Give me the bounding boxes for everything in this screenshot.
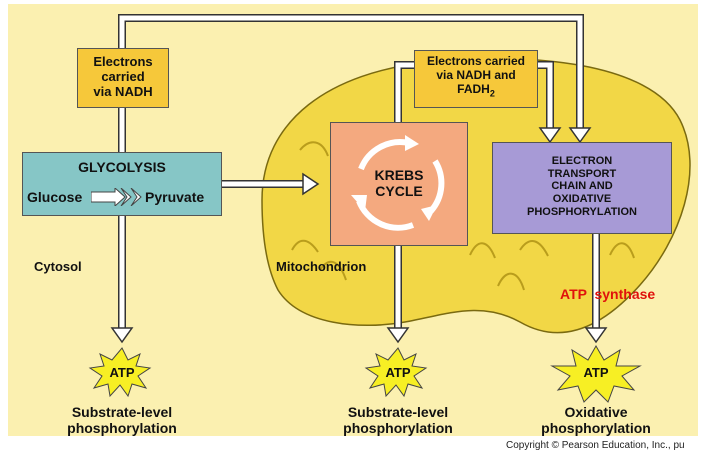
caption-2-line2: phosphorylation — [343, 420, 453, 437]
krebs-line1: KREBS — [374, 167, 424, 183]
copyright-notice: Copyright © Pearson Education, Inc., pu — [506, 440, 685, 451]
double-chevron-arrow-icon — [91, 188, 142, 206]
caption-2-line1: Substrate-level — [347, 404, 449, 420]
glycolysis-down-arrowhead — [110, 327, 134, 344]
caption-1-line1: Substrate-level — [71, 404, 173, 420]
etc-line5: PHOSPHORYLATION — [526, 205, 637, 218]
electron-arrowhead-nadh — [568, 127, 592, 144]
etc-box: ELECTRON TRANSPORT CHAIN AND OXIDATIVE P… — [492, 142, 672, 234]
electrons-nadh-box: Electrons carried via NADH — [77, 48, 169, 108]
atp-label-3: ATP — [583, 365, 609, 380]
caption-oxidative: Oxidative phosphorylation — [526, 404, 666, 436]
etc-line3: CHAIN AND — [551, 180, 613, 193]
cytosol-label: Cytosol — [34, 259, 82, 274]
atp-label-2: ATP — [385, 365, 411, 380]
mitochondrion-label: Mitochondrion — [276, 259, 367, 274]
krebs-cycle-box: KREBS CYCLE — [330, 122, 468, 246]
electrons-fadh-box: Electrons carried via NADH and FADH2 — [414, 50, 538, 108]
glucose-label: Glucose — [27, 189, 83, 205]
glycolysis-title: GLYCOLYSIS — [78, 159, 166, 175]
caption-substrate-level-2: Substrate-level phosphorylation — [328, 404, 468, 436]
atp-starburst-icon — [550, 344, 642, 403]
caption-substrate-level-1: Substrate-level phosphorylation — [52, 404, 192, 436]
etc-down-arrowhead — [584, 327, 608, 344]
electrons-nadh-line2: via NADH — [93, 83, 153, 99]
caption-3-line1: Oxidative — [564, 404, 628, 420]
cycle-arrows-icon — [351, 135, 445, 231]
caption-1-line2: phosphorylation — [67, 420, 177, 437]
glycolysis-box: GLYCOLYSIS Glucose Pyruvate — [22, 152, 222, 216]
krebs-down-arrowhead — [386, 327, 410, 344]
electrons-nadh-line1: Electrons carried — [93, 54, 153, 84]
electrons-fadh-line3: FADH — [457, 81, 490, 96]
atp-synthase-label: ATP synthase — [560, 286, 656, 302]
electrons-fadh-line2: via NADH and — [436, 67, 516, 82]
glycolysis-to-krebs-arrowhead — [302, 172, 320, 196]
atp-starburst-icon — [364, 347, 428, 398]
electrons-fadh-line1: Electrons carried — [426, 54, 526, 68]
etc-line1: ELECTRON — [551, 155, 613, 167]
electron-arrowhead-fadh — [538, 127, 562, 144]
caption-3-line2: phosphorylation — [541, 420, 651, 437]
fadh-subscript: 2 — [489, 87, 495, 98]
etc-line4: OXIDATIVE — [552, 192, 612, 205]
krebs-line2: CYCLE — [375, 183, 423, 200]
atp-starburst-icon — [88, 347, 152, 398]
etc-line2: TRANSPORT — [547, 167, 617, 180]
atp-label-1: ATP — [109, 365, 135, 380]
pyruvate-label: Pyruvate — [145, 189, 205, 205]
